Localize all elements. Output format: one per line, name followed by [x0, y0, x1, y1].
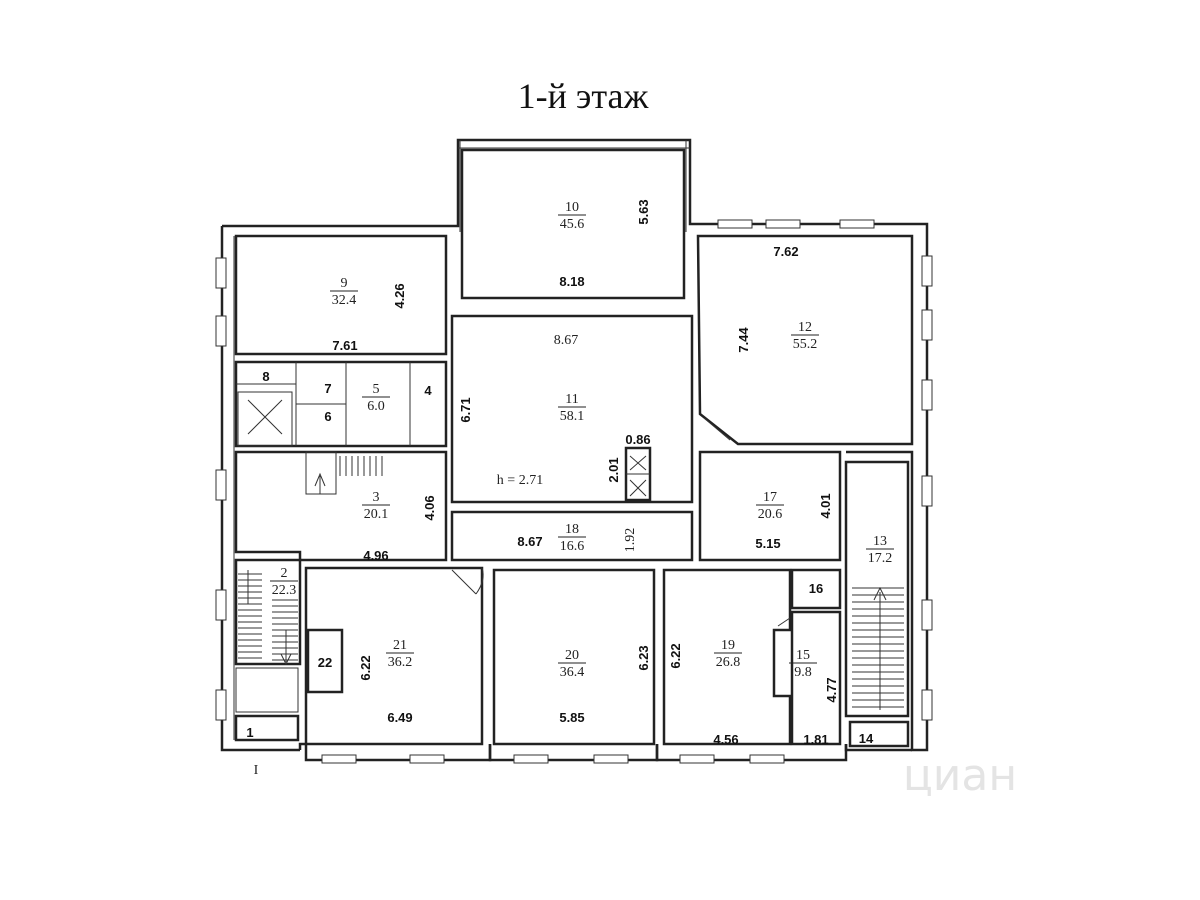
dim-r10-height: 5.63	[636, 199, 651, 224]
room-walls	[234, 148, 914, 748]
room-area-19: 26.8	[716, 655, 741, 670]
room-area-15: 9.8	[794, 665, 812, 680]
window	[321, 754, 357, 764]
window	[921, 379, 933, 411]
room-area-20: 36.4	[560, 665, 585, 680]
window	[749, 754, 785, 764]
dim-r11-width: 8.67	[554, 333, 579, 348]
ceiling-height-note: h = 2.71	[497, 473, 543, 488]
window	[409, 754, 445, 764]
room-area-2: 22.3	[272, 583, 297, 598]
room-area-5: 6.0	[367, 399, 385, 414]
dim-r12-width: 7.62	[773, 244, 798, 259]
dim-r18-width: 8.67	[517, 534, 542, 549]
window	[921, 309, 933, 341]
room-number-11: 11	[565, 392, 578, 407]
dim-r19-height: 6.22	[668, 643, 683, 668]
room-number-17: 17	[763, 490, 777, 505]
room-area-17: 20.6	[758, 507, 783, 522]
dimension-labels: 7.61 4.26 8.18 5.63 8.67 6.71 7.62 7.44 …	[254, 199, 839, 778]
dim-r12-height: 7.44	[736, 327, 751, 353]
window	[921, 689, 933, 721]
dim-r18-height: 1.92	[623, 528, 638, 553]
room-number-19: 19	[721, 638, 735, 653]
floor-title: 1-й этаж	[518, 76, 650, 116]
room-number-9: 9	[341, 276, 348, 291]
room-number-12: 12	[798, 320, 812, 335]
dim-r15-width: 1.81	[803, 732, 828, 747]
stair-landing	[305, 451, 337, 495]
dim-r3-width: 4.96	[363, 548, 388, 563]
window	[717, 219, 753, 229]
room-number-15: 15	[796, 648, 810, 663]
room-area-12: 55.2	[793, 337, 818, 352]
doors	[451, 417, 791, 627]
dim-r17-width: 5.15	[755, 536, 780, 551]
watermark: циан	[903, 750, 1017, 801]
dim-shaft-width: 0.86	[625, 432, 650, 447]
room-area-3: 20.1	[364, 507, 389, 522]
room-number-20: 20	[565, 648, 579, 663]
dim-r9-width: 7.61	[332, 338, 357, 353]
window	[921, 255, 933, 287]
room-area-10: 45.6	[560, 217, 585, 232]
room-number-16: 16	[809, 581, 823, 596]
room-number-6: 6	[324, 409, 331, 424]
room-number-1: 1	[246, 725, 253, 740]
dim-r10-width: 8.18	[559, 274, 584, 289]
dim-r21-width: 6.49	[387, 710, 412, 725]
dim-shaft-height: 2.01	[606, 457, 621, 482]
dim-r9-height: 4.26	[392, 283, 407, 308]
room-number-18: 18	[565, 522, 579, 537]
window	[765, 219, 801, 229]
room-number-13: 13	[873, 534, 887, 549]
dim-r17-height: 4.01	[818, 493, 833, 518]
room-area-9: 32.4	[332, 293, 357, 308]
room-area-11: 58.1	[560, 409, 585, 424]
window	[215, 257, 227, 289]
room-area-18: 16.6	[560, 539, 585, 554]
room-number-8: 8	[262, 369, 269, 384]
window	[513, 754, 549, 764]
dim-r15-height: 4.77	[824, 677, 839, 702]
room-number-5: 5	[373, 382, 380, 397]
lift-shaft-crosses	[247, 399, 647, 497]
room-area-21: 36.2	[388, 655, 413, 670]
window	[593, 754, 629, 764]
window	[215, 315, 227, 347]
window	[921, 599, 933, 631]
room-number-3: 3	[373, 490, 380, 505]
window	[215, 589, 227, 621]
dim-r20-width: 5.85	[559, 710, 584, 725]
room-labels: 1222.3320.1456.0678932.41045.61158.11255…	[246, 200, 894, 746]
room-number-14: 14	[859, 731, 874, 746]
window	[215, 689, 227, 721]
dim-r19-width: 4.56	[713, 732, 738, 747]
windows	[215, 219, 933, 764]
window	[215, 469, 227, 501]
section-mark: I	[254, 763, 259, 778]
room-area-13: 17.2	[868, 551, 893, 566]
dim-r11-height: 6.71	[458, 397, 473, 422]
window	[839, 219, 875, 229]
room-number-10: 10	[565, 200, 579, 215]
room-number-2: 2	[281, 566, 288, 581]
window	[921, 475, 933, 507]
dim-r21-height: 6.22	[358, 655, 373, 680]
room-number-4: 4	[424, 383, 432, 398]
room-number-7: 7	[324, 381, 331, 396]
dim-r20-height: 6.23	[636, 645, 651, 670]
room-number-21: 21	[393, 638, 407, 653]
stairs	[238, 451, 904, 710]
dim-r3-height: 4.06	[422, 495, 437, 520]
window	[679, 754, 715, 764]
room-number-22: 22	[318, 655, 332, 670]
